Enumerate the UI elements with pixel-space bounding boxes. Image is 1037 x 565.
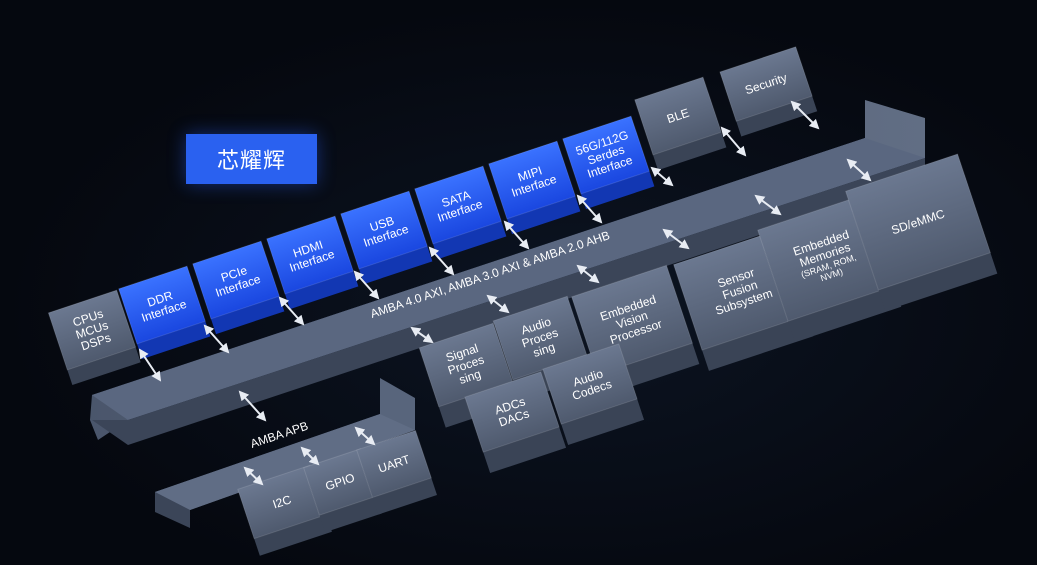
brand-title: 芯耀辉 — [186, 134, 317, 184]
bidirectional-arrow-4 — [428, 246, 455, 276]
interface-block-7-face — [562, 115, 650, 195]
interface-block-0-face — [47, 289, 137, 371]
bidirectional-arrow-15 — [754, 194, 782, 216]
bidirectional-arrow-19 — [354, 426, 376, 446]
bidirectional-arrow-9 — [790, 100, 820, 130]
bidirectional-arrow-8 — [720, 126, 747, 157]
bidirectional-arrow-10 — [238, 390, 267, 422]
interface-block-5-face — [414, 165, 502, 245]
interface-block-9-face — [719, 46, 813, 122]
bidirectional-arrow-7 — [650, 166, 674, 187]
interface-block-2-face — [192, 240, 280, 320]
bidirectional-arrow-0 — [138, 348, 162, 382]
subsystem-block-5: SD/eMMC — [844, 153, 998, 311]
block-layer: CPUsMCUsDSPsDDRInterfacePCIeInterfaceHDM… — [47, 46, 998, 556]
interface-block-1-face — [118, 265, 206, 345]
bidirectional-arrow-13 — [576, 264, 600, 284]
bidirectional-arrow-6 — [576, 194, 603, 224]
interface-block-8-label-0: BLE — [665, 106, 691, 126]
bidirectional-arrow-14 — [662, 228, 690, 250]
subsystem-block-1-label-2: sing — [531, 340, 556, 360]
subsystem-block-6-face — [464, 371, 560, 453]
bidirectional-arrow-16 — [846, 158, 872, 182]
interface-block-6-face — [488, 140, 576, 220]
apb-bus: AMBA APB — [155, 378, 415, 528]
subsystem-block-0-label-2: sing — [457, 367, 482, 387]
peripheral-block-2: UART — [356, 429, 437, 515]
bidirectional-arrow-11 — [410, 326, 434, 344]
peripheral-block-1: GPIO — [303, 448, 383, 533]
interface-block-9: Security — [719, 46, 818, 137]
arrow-layer — [138, 100, 872, 486]
interface-block-4-face — [340, 190, 428, 270]
bidirectional-arrow-5 — [503, 220, 530, 250]
interface-block-3-face — [266, 215, 354, 295]
peripheral-block-0-label-0: I2C — [271, 492, 293, 511]
subsystem-block-7-face — [542, 343, 638, 425]
subsystem-block-5-face — [844, 153, 992, 291]
bidirectional-arrow-17 — [243, 466, 264, 486]
interface-block-8: BLE — [634, 76, 727, 171]
interface-block-8-face — [634, 76, 722, 156]
bidirectional-arrow-3 — [353, 270, 380, 300]
bidirectional-arrow-18 — [300, 446, 320, 466]
bidirectional-arrow-2 — [278, 296, 305, 326]
subsystem-block-2-face — [570, 264, 694, 376]
bidirectional-arrow-1 — [203, 324, 230, 354]
peripheral-block-2-face — [356, 429, 432, 499]
bidirectional-arrow-12 — [486, 294, 510, 314]
